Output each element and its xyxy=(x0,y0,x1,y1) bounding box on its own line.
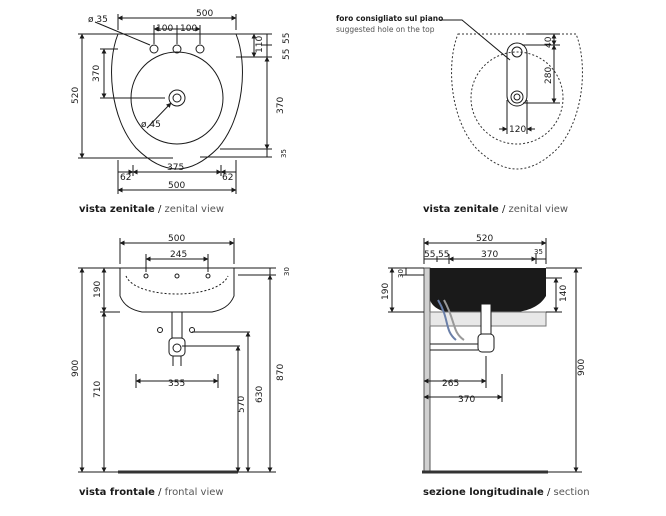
caption-zenital-view-left: vista zenitale / zenital view xyxy=(79,204,224,215)
basin-front-outline xyxy=(119,267,235,313)
caption-translation: zenital view xyxy=(164,204,225,215)
dim-bottom-margin-right: 62 xyxy=(222,173,233,183)
drain-waste-pipe xyxy=(171,311,183,339)
dim-floor-to-bolts: 630 xyxy=(255,386,265,403)
note-suggested-hole-en: suggested hole on the top xyxy=(336,25,435,34)
leader-line xyxy=(440,19,511,61)
drain-outer xyxy=(168,89,186,107)
caption-translation: frontal view xyxy=(164,487,224,498)
zenital-view-left xyxy=(78,14,272,194)
dim-slot-width: 120 xyxy=(509,125,526,135)
caption-main: sezione longitudinale xyxy=(423,487,544,498)
dim-slot-length: 280 xyxy=(544,67,554,84)
dim-tap-to-front: 370 xyxy=(276,97,286,114)
dim-section-floor-to-top: 900 xyxy=(577,359,587,376)
section-view-labels: 520 55 55 370 35 190 30 140 265 370 900 xyxy=(381,234,587,405)
zenital-view-left-labels: ø 35 500 100 100 520 370 ø 45 110 55 55 … xyxy=(71,9,292,191)
dim-section-bowl-depth: 140 xyxy=(559,285,569,302)
slot-hole-bottom-inner xyxy=(513,93,521,101)
basin-inner-hidden xyxy=(125,275,229,295)
dim-55-lower: 55 xyxy=(282,49,292,60)
caption-frontal-view: vista frontale / frontal view xyxy=(79,487,224,498)
dim-floor-to-drain: 570 xyxy=(237,396,247,413)
drain-inner xyxy=(172,93,182,103)
dim-tap-holes-width: 245 xyxy=(170,250,187,260)
dim-section-front-offset: 35 xyxy=(534,248,543,256)
dim-tap-spacing-right: 100 xyxy=(180,24,197,34)
basin-outline-hidden xyxy=(451,33,583,170)
caption-translation: section xyxy=(553,487,590,498)
dim-total-depth: 520 xyxy=(71,87,81,104)
frontal-view-labels: 500 245 30 190 900 710 355 630 870 570 xyxy=(71,234,291,413)
dim-edge-to-tap: 110 xyxy=(255,36,265,53)
basin-section-shell xyxy=(430,268,546,312)
zenital-view-right-labels: foro consigliato sul piano suggested hol… xyxy=(336,14,554,135)
caption-translation: zenital view xyxy=(508,204,569,215)
dim-section-55-b: 55 xyxy=(438,250,449,260)
dim-55-upper: 55 xyxy=(282,33,292,44)
dim-bottom-total-width: 500 xyxy=(168,181,185,191)
dim-tap-spacing-left: 100 xyxy=(156,24,173,34)
caption-main: vista zenitale xyxy=(79,204,155,215)
dim-front-offset: 35 xyxy=(280,149,288,158)
dim-front-total-width: 500 xyxy=(168,234,185,244)
dim-section-top-offset: 30 xyxy=(397,269,405,278)
tap-hole-center xyxy=(172,44,182,54)
dim-total-width: 500 xyxy=(196,9,213,19)
dim-floor-to-bottom: 710 xyxy=(93,381,103,398)
dim-floor-to-top: 900 xyxy=(71,360,81,377)
dim-section-basin-height: 190 xyxy=(381,283,391,300)
dim-bottom-margin-left: 62 xyxy=(120,173,131,183)
section-view xyxy=(388,238,582,474)
dim-bottom-inner-width: 375 xyxy=(167,163,184,173)
slot-hole-top xyxy=(511,46,523,58)
supply-hose-gray xyxy=(443,299,465,341)
siphon-section xyxy=(477,333,495,353)
caption-separator: / xyxy=(154,204,165,215)
caption-separator: / xyxy=(154,487,165,498)
drain-pipe-to-wall xyxy=(430,343,478,351)
tap-hole-front-center xyxy=(174,273,180,279)
note-suggested-hole-it: foro consigliato sul piano xyxy=(336,14,443,23)
dim-slot-offset: 40 xyxy=(544,36,554,48)
caption-separator: / xyxy=(543,487,554,498)
dim-top-offset: 30 xyxy=(283,267,291,276)
dim-floor-to-rim: 870 xyxy=(276,364,286,381)
dim-section-total-depth: 520 xyxy=(476,234,493,244)
dim-tap-hole-diameter: ø 35 xyxy=(88,15,108,25)
dim-wall-to-siphon: 265 xyxy=(442,379,459,389)
slot-hole-bottom xyxy=(510,90,524,104)
dim-drain-diameter: ø 45 xyxy=(141,120,161,130)
dim-wall-to-drain-axis: 370 xyxy=(458,395,475,405)
dim-tap-to-drain: 370 xyxy=(92,65,102,82)
fixing-bolt-left xyxy=(157,327,163,333)
caption-section-view: sezione longitudinale / section xyxy=(423,487,590,498)
supply-hose-blue xyxy=(437,299,457,341)
basin-outline-top xyxy=(111,33,243,170)
waste-pipe-section xyxy=(480,303,492,335)
siphon-body xyxy=(168,337,186,357)
tap-hole-right xyxy=(195,44,205,54)
tap-hole-left xyxy=(149,44,159,54)
dim-basin-height: 190 xyxy=(93,281,103,298)
wall-section xyxy=(423,267,431,473)
dim-bolt-spacing: 355 xyxy=(168,379,185,389)
tap-hole-front-right xyxy=(205,273,211,279)
bowl-circle-hidden xyxy=(470,51,564,145)
dim-section-55-a: 55 xyxy=(424,250,435,260)
caption-main: vista frontale xyxy=(79,487,155,498)
caption-separator: / xyxy=(498,204,509,215)
frontal-view xyxy=(78,238,276,474)
caption-main: vista zenitale xyxy=(423,204,499,215)
siphon-cap xyxy=(172,343,182,353)
dim-section-wall-to-drain: 370 xyxy=(481,250,498,260)
caption-zenital-view-right: vista zenitale / zenital view xyxy=(423,204,568,215)
zenital-view-right xyxy=(440,19,583,170)
suggested-hole-slot xyxy=(506,42,528,107)
tap-hole-front-left xyxy=(143,273,149,279)
